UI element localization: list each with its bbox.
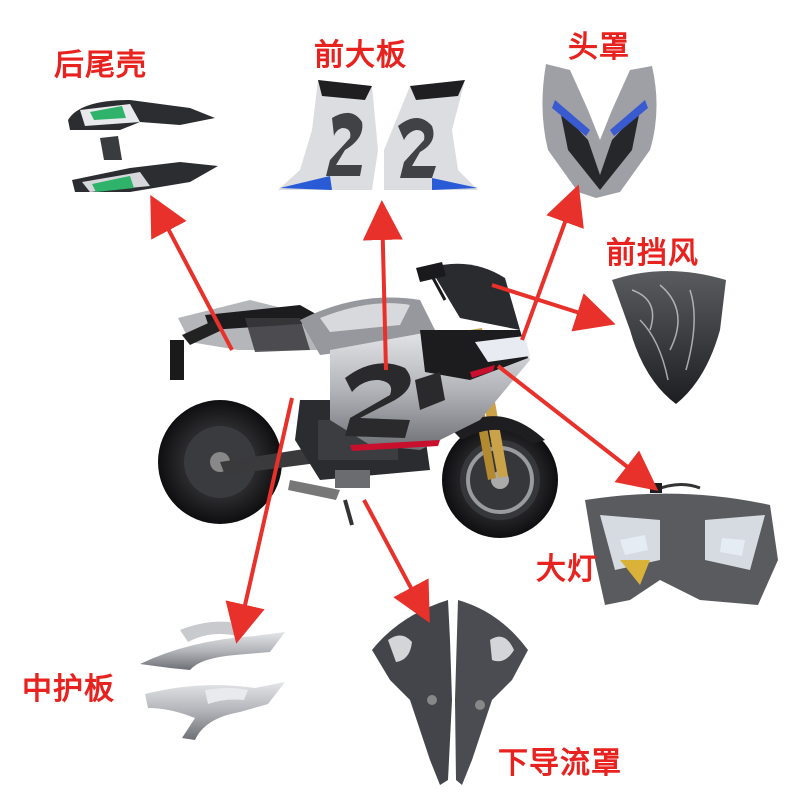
part-head-cover <box>542 64 657 198</box>
part-tail-cover <box>68 100 218 192</box>
label-head-cover: 头罩 <box>568 30 630 65</box>
motorcycle <box>158 262 558 538</box>
label-tail-cover: 后尾壳 <box>54 48 147 83</box>
pointer-arrows <box>150 184 659 644</box>
part-windshield <box>612 271 726 404</box>
arrow-tail-cover <box>150 194 234 351</box>
label-lower-fairing: 下导流罩 <box>498 746 622 781</box>
arrow-headlight <box>496 364 659 491</box>
part-front-panel <box>278 80 478 190</box>
arrow-windshield <box>491 283 616 332</box>
part-mid-guard <box>140 621 285 740</box>
arrow-mid-guard <box>225 397 294 644</box>
part-lower-fairing <box>372 600 528 785</box>
part-headlight <box>585 483 778 605</box>
label-front-panel: 前大板 <box>314 38 407 73</box>
arrow-front-panel <box>362 200 403 371</box>
label-windshield: 前挡风 <box>606 236 699 271</box>
arrow-head-cover <box>520 184 584 341</box>
label-mid-guard: 中护板 <box>22 672 115 707</box>
label-headlight: 大灯 <box>536 552 598 587</box>
arrow-lower-fairing <box>362 499 430 624</box>
